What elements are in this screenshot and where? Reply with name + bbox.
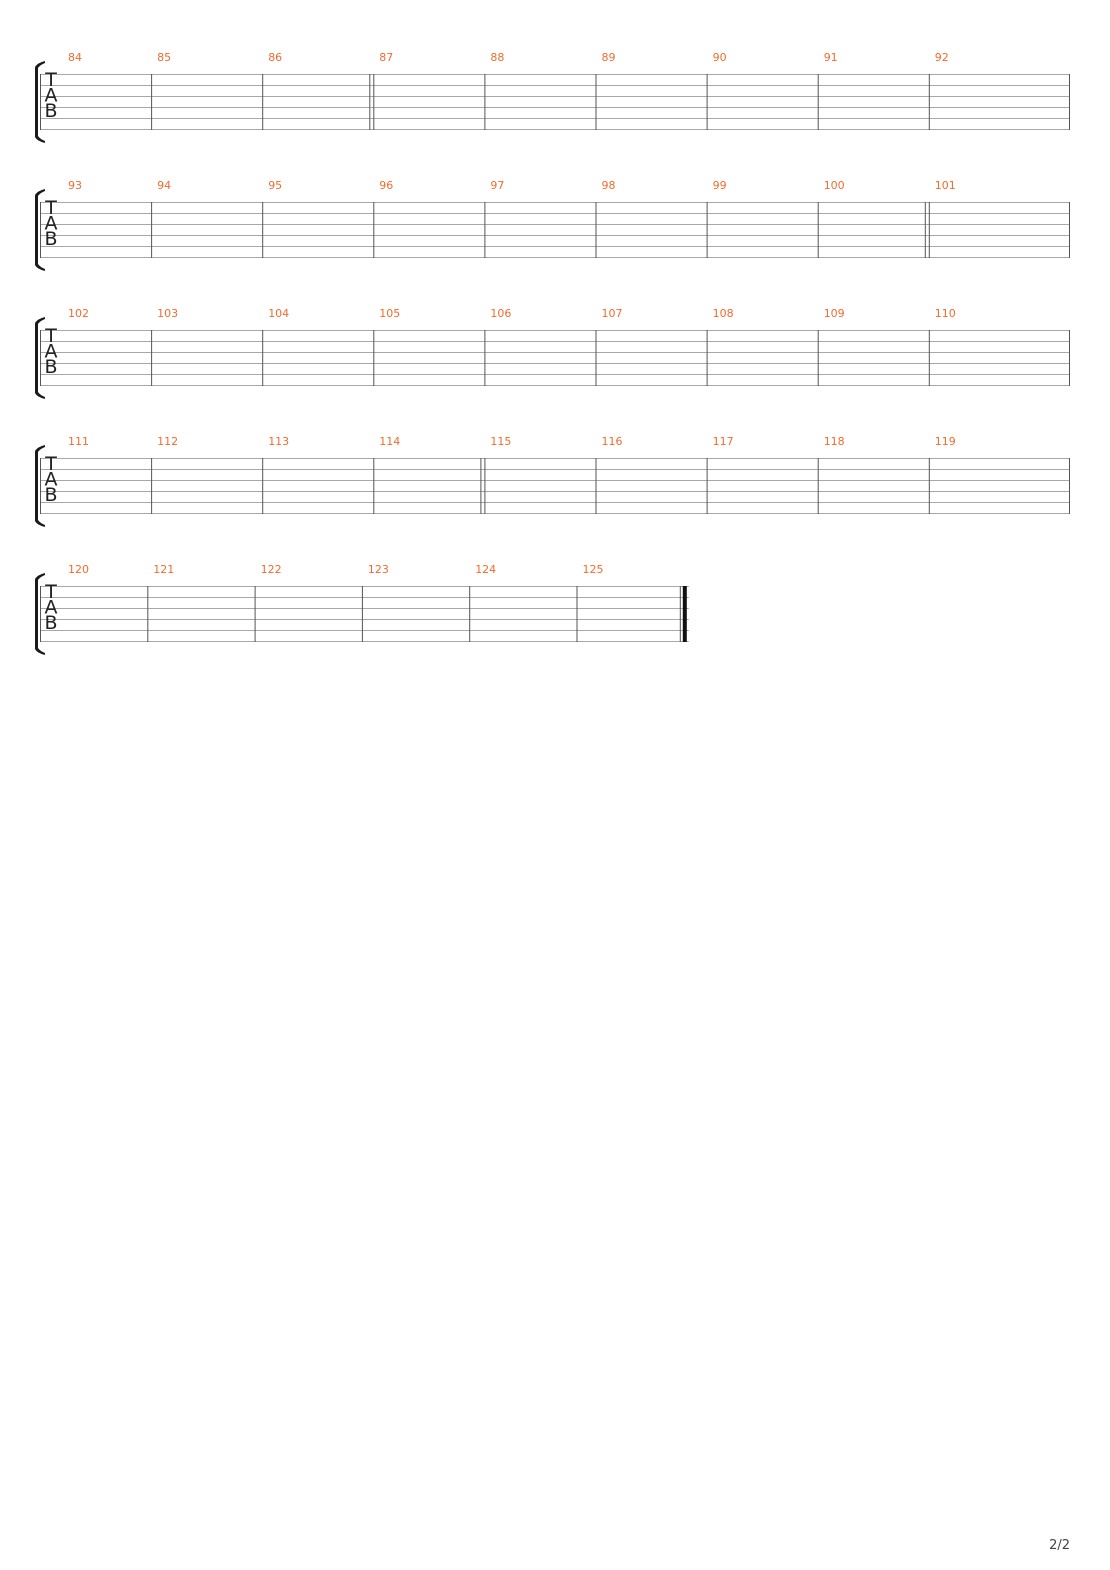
final-barline bbox=[682, 586, 687, 642]
measure-number: 124 bbox=[475, 563, 496, 576]
measure-number: 97 bbox=[490, 179, 504, 192]
measure-number: 96 bbox=[379, 179, 393, 192]
tab-clef-letter: A bbox=[45, 469, 58, 491]
tab-clef-letter: B bbox=[44, 100, 57, 122]
measure-number: 91 bbox=[824, 51, 838, 64]
measure-number: 88 bbox=[490, 51, 504, 64]
tab-system: TAB 84 85 86 87 88 89 90 91 92 bbox=[35, 51, 1070, 143]
measure-number: 92 bbox=[935, 51, 949, 64]
measure-number: 85 bbox=[157, 51, 171, 64]
system-bracket bbox=[35, 61, 45, 143]
measure-number: 111 bbox=[68, 435, 89, 448]
tab-clef-letter: T bbox=[44, 197, 57, 219]
system-bracket bbox=[35, 573, 45, 655]
tab-clef-letter: B bbox=[44, 612, 57, 634]
measure-number: 109 bbox=[824, 307, 845, 320]
page-number: 2/2 bbox=[1049, 1538, 1070, 1553]
tab-system: TAB 111 112 113 114 115 116 117 118 119 bbox=[35, 435, 1070, 527]
measure-number: 86 bbox=[268, 51, 282, 64]
measure-number: 120 bbox=[68, 563, 89, 576]
measure-number: 107 bbox=[602, 307, 623, 320]
measure-number: 100 bbox=[824, 179, 845, 192]
tab-clef-letter: A bbox=[45, 213, 58, 235]
measure-number: 102 bbox=[68, 307, 89, 320]
measure-number: 89 bbox=[602, 51, 616, 64]
measure-number: 121 bbox=[153, 563, 174, 576]
measure-number: 122 bbox=[261, 563, 282, 576]
measure-number: 112 bbox=[157, 435, 178, 448]
tab-clef-letter: A bbox=[45, 597, 58, 619]
measure-number: 119 bbox=[935, 435, 956, 448]
measure-number: 106 bbox=[490, 307, 511, 320]
tab-clef-letter: B bbox=[44, 484, 57, 506]
measure-number: 105 bbox=[379, 307, 400, 320]
tab-clef-letter: T bbox=[44, 581, 57, 603]
measure-number: 93 bbox=[68, 179, 82, 192]
tab-clef-letter: A bbox=[45, 341, 58, 363]
system-bracket bbox=[35, 317, 45, 399]
measure-number: 123 bbox=[368, 563, 389, 576]
tab-system: TAB 120 121 122 123 124 125 bbox=[35, 563, 689, 655]
measure-number: 103 bbox=[157, 307, 178, 320]
measure-number: 94 bbox=[157, 179, 171, 192]
measure-number: 118 bbox=[824, 435, 845, 448]
measure-number: 116 bbox=[602, 435, 623, 448]
measure-number: 108 bbox=[713, 307, 734, 320]
tab-clef-letter: T bbox=[44, 69, 57, 91]
tab-system: TAB 93 94 95 96 97 98 99 100 101 bbox=[35, 179, 1070, 271]
tab-clef-letter: B bbox=[44, 356, 57, 378]
system-bracket bbox=[35, 189, 45, 271]
measure-number: 113 bbox=[268, 435, 289, 448]
measure-number: 99 bbox=[713, 179, 727, 192]
measure-number: 84 bbox=[68, 51, 82, 64]
measure-number: 115 bbox=[490, 435, 511, 448]
tab-clef-letter: B bbox=[44, 228, 57, 250]
tab-clef-letter: T bbox=[44, 325, 57, 347]
tab-system: TAB 102 103 104 105 106 107 108 109 110 bbox=[35, 307, 1070, 399]
measure-number: 98 bbox=[602, 179, 616, 192]
measure-number: 87 bbox=[379, 51, 393, 64]
measure-number: 117 bbox=[713, 435, 734, 448]
measure-number: 101 bbox=[935, 179, 956, 192]
measure-number: 90 bbox=[713, 51, 727, 64]
tab-clef-letter: T bbox=[44, 453, 57, 475]
measure-number: 110 bbox=[935, 307, 956, 320]
measure-number: 95 bbox=[268, 179, 282, 192]
measure-number: 104 bbox=[268, 307, 289, 320]
measure-number: 125 bbox=[583, 563, 604, 576]
system-bracket bbox=[35, 445, 45, 527]
tab-clef-letter: A bbox=[45, 85, 58, 107]
measure-number: 114 bbox=[379, 435, 400, 448]
